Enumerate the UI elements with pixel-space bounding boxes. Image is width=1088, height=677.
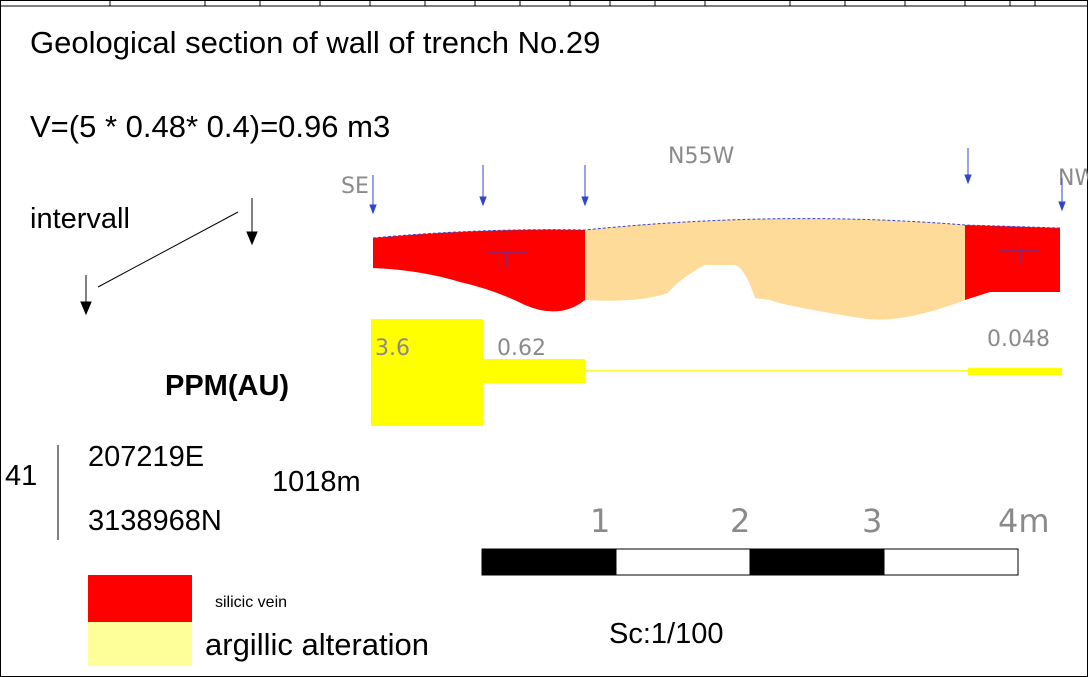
ppm-bar-3.6 (371, 319, 483, 426)
ppm-bar-0.62 (483, 359, 585, 383)
scale-tick-4m: 4m (998, 502, 1050, 540)
scale-bar (481, 548, 1019, 576)
scale-tick-2: 2 (730, 502, 750, 540)
ground-surface-line (372, 218, 1061, 239)
interval-indicator (80, 198, 258, 316)
ppm-value-1: 3.6 (375, 336, 410, 361)
scale-tick-1: 1 (590, 502, 610, 540)
top-table-strip (0, 0, 1088, 7)
ppm-value-2: 0.62 (497, 336, 546, 361)
interval-label: intervall (30, 203, 130, 235)
silicic-vein-left (373, 229, 585, 312)
scale-label: Sc:1/100 (609, 618, 723, 650)
silicic-vein-right (965, 225, 1060, 300)
direction-se: SE (341, 174, 369, 199)
legend-label-silicic: silicic vein (215, 594, 287, 611)
location-id: 41 (5, 460, 37, 492)
direction-n55w: N55W (668, 144, 734, 169)
location-elevation: 1018m (272, 466, 361, 498)
ppm-bar-0.048 (968, 368, 1062, 375)
legend-label-argillic: argillic alteration (205, 627, 429, 662)
legend-swatch-silicic (88, 575, 192, 622)
legend-swatch-argillic (88, 622, 192, 666)
scale-tick-3: 3 (862, 502, 882, 540)
location-northing: 3138968N (88, 505, 222, 537)
direction-nw: NW (1058, 166, 1088, 191)
ppm-value-3: 0.048 (987, 327, 1050, 352)
diagram-title: Geological section of wall of trench No.… (30, 25, 600, 60)
ppm-bars (371, 319, 1062, 426)
argillic-alteration-zone (585, 218, 965, 320)
ppm-label: PPM(AU) (165, 370, 289, 402)
volume-formula: V=(5 * 0.48* 0.4)=0.96 m3 (30, 109, 390, 144)
location-easting: 207219E (88, 441, 204, 473)
trench-section (372, 218, 1061, 320)
sample-arrows (369, 148, 1066, 215)
dip-symbols (487, 249, 1040, 268)
